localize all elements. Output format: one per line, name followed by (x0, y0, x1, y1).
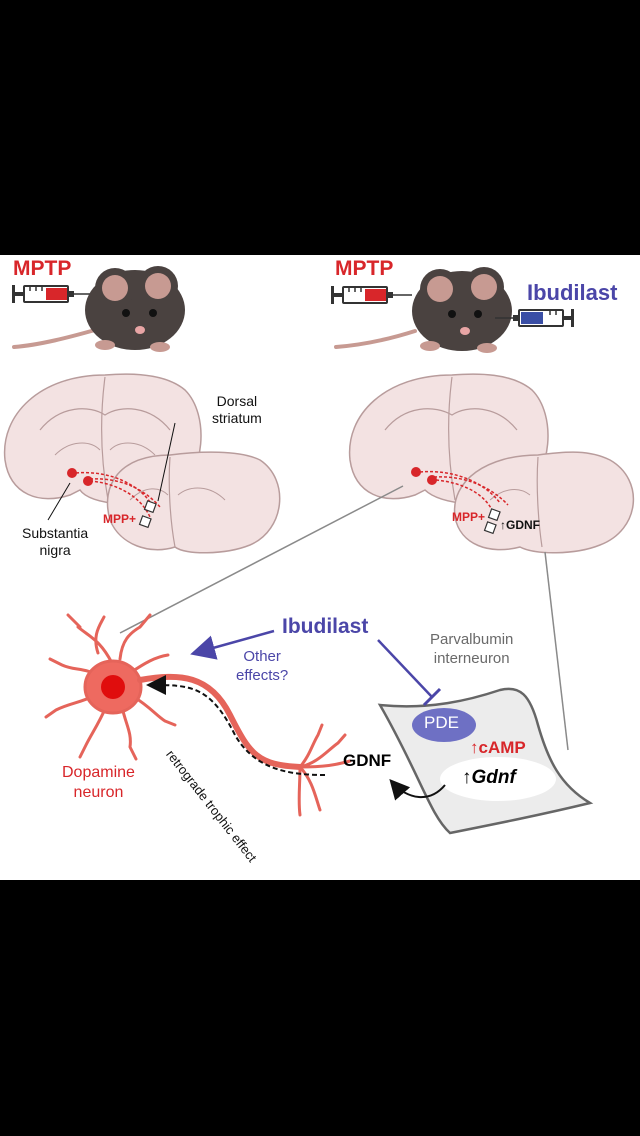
mpp-label-left: MPP+ (103, 512, 137, 526)
dopamine-neuron-label: Dopamine neuron (62, 764, 135, 801)
other-effects-label: Other effects? (236, 648, 289, 684)
figure-panel: MPTP MPTP Ibudilast Dorsal striatum Subs… (0, 255, 640, 880)
nigrostriatal-projection-left (47, 422, 176, 529)
diagram-graphics (3, 266, 635, 835)
inhibition-bar (422, 687, 442, 707)
syringe-right-mptp-icon (331, 286, 412, 304)
mpp-label-right: MPP+ (452, 510, 486, 524)
pde-ellipse (412, 708, 476, 742)
syringe-left-icon (12, 285, 92, 303)
pde-label: PDE (424, 713, 459, 732)
zoom-line-right (544, 551, 569, 751)
gdnf-gene-ellipse (440, 757, 556, 801)
gdnf-protein-label: GDNF (343, 751, 392, 770)
ibudilast-inhibition-line (377, 639, 433, 698)
neuron-nucleus (101, 675, 125, 699)
dorsal-striatum-label: Dorsal striatum (212, 393, 262, 426)
camp-label: ↑cAMP (470, 738, 526, 757)
parvalbumin-interneuron-label: Parvalbumin interneuron (430, 631, 514, 667)
other-effects-arrow (190, 629, 275, 660)
nigrostriatal-projection-right (411, 467, 509, 535)
mouse-left-icon (12, 266, 185, 352)
ibudilast-label-top: Ibudilast (527, 280, 618, 305)
ibudilast-label-mechanism: Ibudilast (282, 615, 369, 638)
zoom-line-left (119, 485, 404, 634)
retrograde-arrow (146, 675, 326, 776)
dopamine-neuron (44, 613, 352, 817)
brain-right-striatal (453, 451, 635, 554)
gdnf-gene-label: ↑Gdnf (462, 767, 516, 788)
mouse-right-icon (334, 267, 512, 353)
gdnf-increase-label: ↑GDNF (500, 518, 540, 532)
syringe-ibudilast-icon (495, 309, 574, 327)
mptp-label-left: MPTP (13, 257, 72, 280)
mptp-label-right: MPTP (335, 257, 394, 280)
secretion-arrow (389, 779, 446, 801)
brain-left-striatal (106, 451, 281, 554)
substantia-nigra-label: Substantia nigra (22, 525, 89, 558)
